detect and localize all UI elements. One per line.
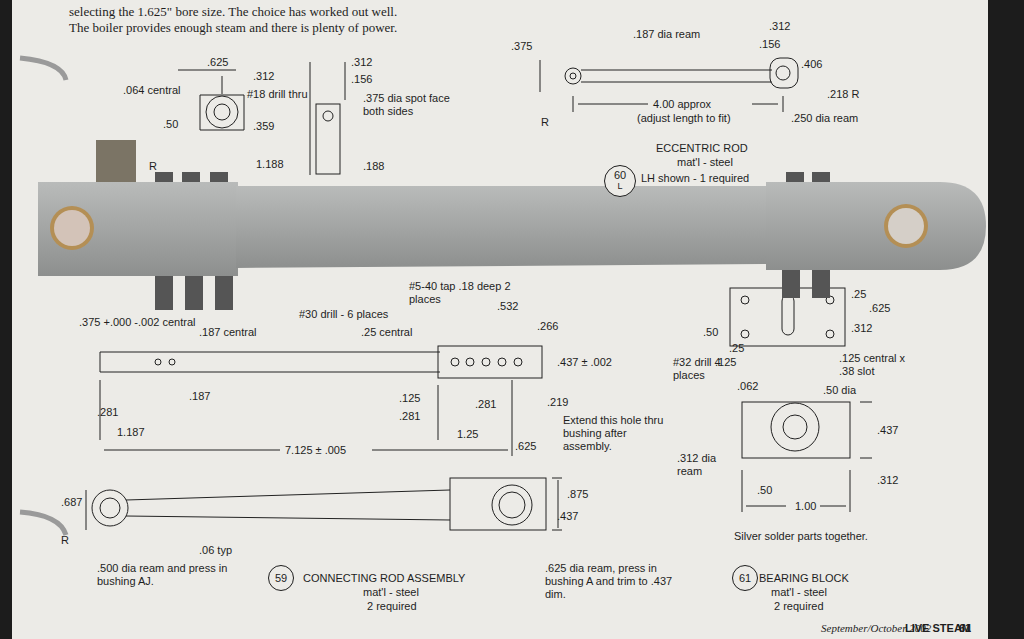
drawing-label: .125 central x .38 slot — [838, 352, 920, 378]
drawing-label: .687 — [60, 496, 83, 509]
drawing-label: .188 — [362, 160, 385, 173]
drawing-label: .359 — [252, 120, 275, 133]
drawing-label: .266 — [536, 320, 559, 333]
drawing-label: .25 — [850, 288, 867, 301]
drawing-label: .187 dia ream — [632, 28, 701, 41]
drawing-label: .437 — [876, 424, 899, 437]
drawing-label: .625 — [868, 302, 891, 315]
drawing-label: .312 — [768, 20, 791, 33]
drawing-label: R — [60, 534, 70, 547]
drawing-label: .250 dia ream — [790, 112, 859, 125]
drawing-label: .281 — [96, 406, 119, 419]
callout-number: 59 — [275, 573, 287, 584]
drawing-label: .375 dia spot face both sides — [362, 92, 464, 118]
drawing-label: .281 — [474, 398, 497, 411]
drawing-label: The boiler provides enough steam and the… — [68, 20, 398, 35]
callout-circle: 61 — [732, 565, 758, 591]
drawing-label: 1.187 — [116, 426, 146, 439]
drawing-label: .532 — [496, 300, 519, 313]
drawing-label: BEARING BLOCK — [758, 572, 850, 585]
drawing-label: .625 dia ream, press in bushing A and tr… — [544, 562, 696, 601]
drawing-label: .312 — [850, 322, 873, 335]
drawing-label: .25 central — [360, 326, 413, 339]
drawing-label: mat'l - steel — [676, 156, 734, 169]
callout-number: L — [617, 181, 622, 192]
drawing-label: .218 R — [826, 88, 860, 101]
drawing-label: .312 — [252, 70, 275, 83]
drawing-label: .312 — [876, 474, 899, 487]
drawing-label: .625 — [514, 440, 537, 453]
drawing-label: 2 required — [366, 600, 418, 613]
drawing-label: 1.25 — [456, 428, 479, 441]
drawing-label: .156 — [350, 73, 373, 86]
drawing-label: .125 — [398, 392, 421, 405]
drawing-label: .06 typ — [198, 544, 233, 557]
drawing-label: 7.125 ± .005 — [284, 444, 347, 457]
drawing-label: .375 — [510, 40, 533, 53]
drawing-label: .625 — [206, 56, 229, 69]
drawing-label: .219 — [546, 396, 569, 409]
drawing-label: CONNECTING ROD ASSEMBLY — [302, 572, 466, 585]
drawing-label: Silver solder parts together. — [733, 530, 869, 543]
drawing-label: .375 +.000 -.002 central — [78, 316, 197, 329]
drawing-label: .064 central — [122, 84, 181, 97]
drawing-label: .281 — [398, 410, 421, 423]
drawing-label: .156 — [758, 38, 781, 51]
drawing-label: .50 — [702, 326, 719, 339]
drawing-label: .50 dia — [822, 384, 857, 397]
drawing-label: .312 dia ream — [676, 452, 740, 478]
drawing-label: 1.00 — [794, 500, 817, 513]
drawing-label: #32 drill 4 places — [672, 356, 736, 382]
drawing-label: mat'l - steel — [770, 586, 828, 599]
drawing-label: 4.00 approx — [652, 98, 712, 111]
callout-circle: 59 — [268, 565, 294, 591]
drawing-label: selecting the 1.625" bore size. The choi… — [68, 4, 398, 19]
drawing-label: 1.188 — [255, 158, 285, 171]
drawing-label: .312 — [350, 56, 373, 69]
callout-circle: 60L — [604, 165, 636, 197]
drawing-label: .25 — [728, 342, 745, 355]
drawing-label: .437 — [556, 510, 579, 523]
drawing-label: .062 — [736, 380, 759, 393]
drawing-label: R — [148, 160, 158, 173]
callout-number: 61 — [739, 573, 751, 584]
drawing-label: .406 — [800, 58, 823, 71]
drawing-label: (adjust length to fit) — [636, 112, 732, 125]
drawing-label: #18 drill thru — [246, 88, 309, 101]
drawing-label: Extend this hole thru bushing after asse… — [562, 414, 668, 453]
drawing-label: 61 — [958, 622, 972, 635]
drawing-label: LH shown - 1 required — [640, 172, 750, 185]
drawing-label: .50 — [756, 484, 773, 497]
drawing-label: mat'l - steel — [362, 586, 420, 599]
drawing-label: .187 central — [198, 326, 257, 339]
drawing-label: R — [540, 116, 550, 129]
callout-number: 60 — [614, 170, 626, 181]
drawing-label: .187 — [188, 390, 211, 403]
drawing-label: .500 dia ream and press in bushing AJ. — [96, 562, 248, 588]
drawing-label: .437 ± .002 — [556, 356, 613, 369]
drawing-label: ECCENTRIC ROD — [655, 142, 749, 155]
drawing-label: .875 — [566, 488, 589, 501]
drawing-label: .50 — [162, 118, 179, 131]
drawing-label: 2 required — [773, 600, 825, 613]
drawing-label: #30 drill - 6 places — [298, 308, 389, 321]
